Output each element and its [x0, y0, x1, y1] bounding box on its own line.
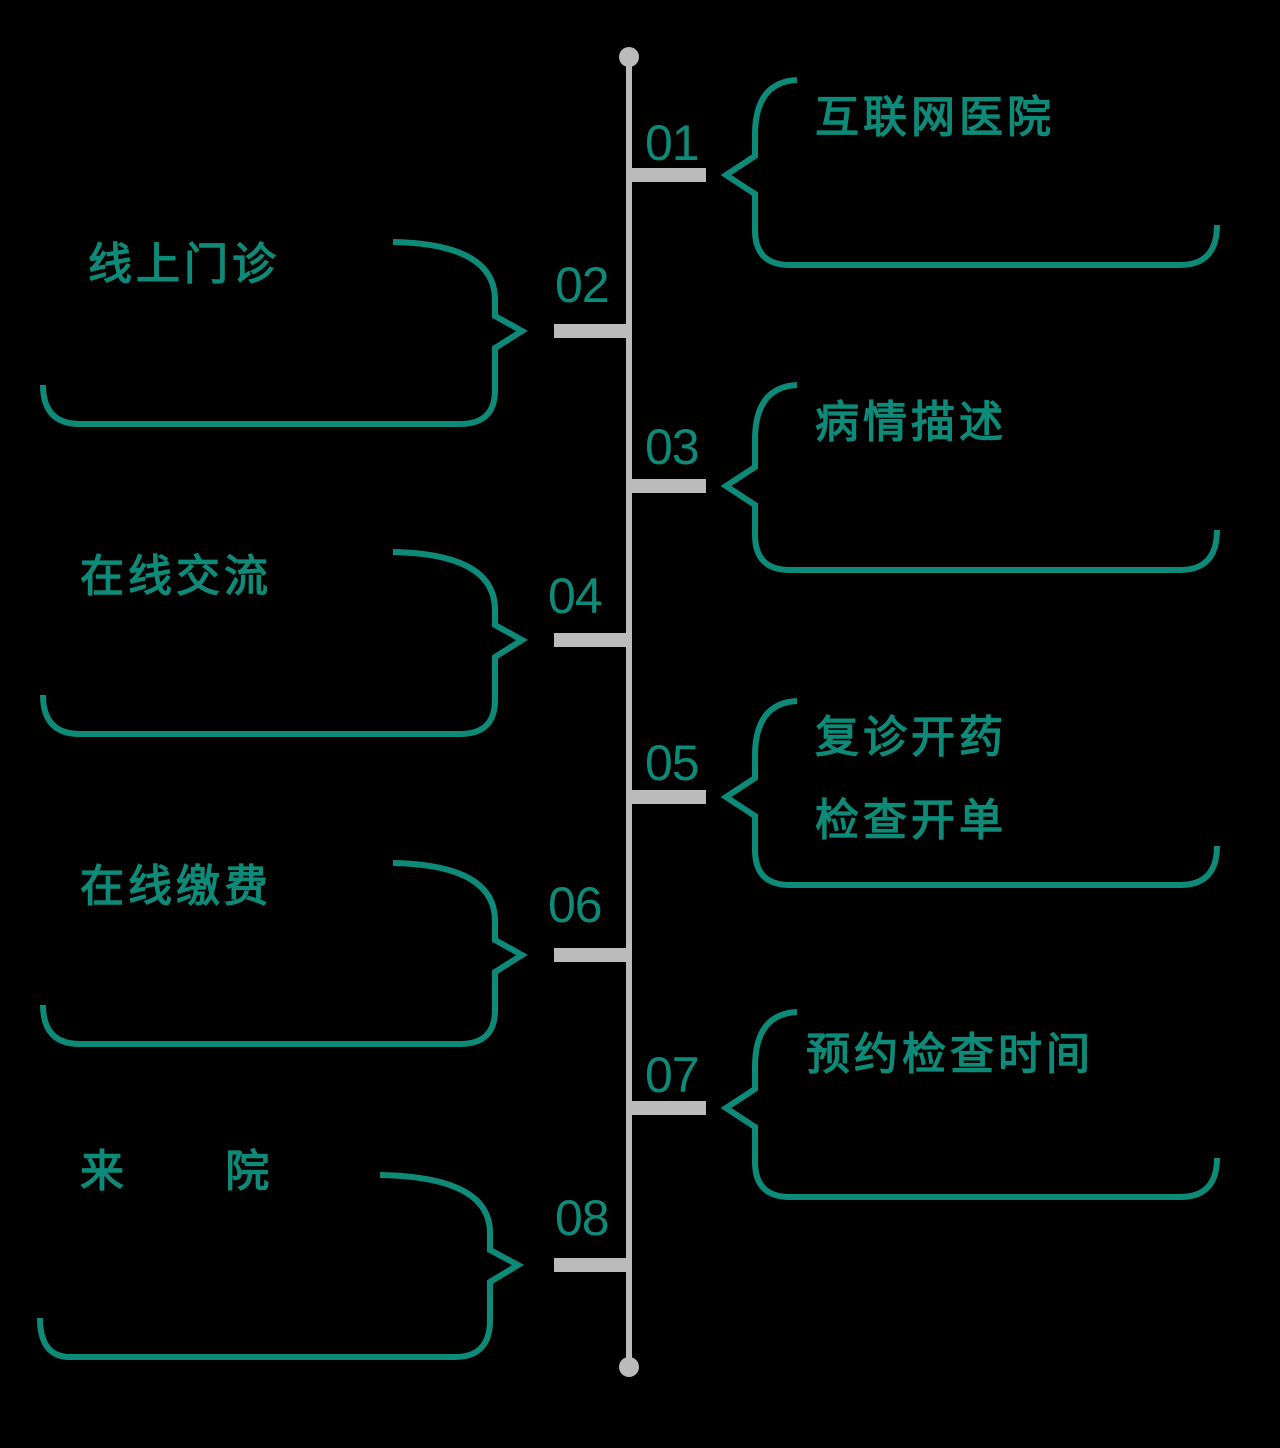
bracket-04 — [40, 549, 528, 737]
step-label-07: 预约检查时间 — [806, 1029, 1094, 1080]
step-label-04: 在线交流 — [80, 551, 272, 602]
timeline-axis — [619, 47, 639, 1377]
right-ticks — [632, 168, 706, 1115]
step-number-03: 03 — [645, 419, 700, 475]
step-label-08: 来 院 — [80, 1146, 278, 1197]
bracket-06 — [40, 860, 528, 1047]
step-label-01: 互联网医院 — [815, 92, 1055, 143]
step-label-05-line-2: 检查开单 — [815, 795, 1007, 846]
step-label-06: 在线缴费 — [80, 861, 272, 912]
step-number-04: 04 — [548, 568, 603, 624]
step-number-06: 06 — [548, 877, 603, 933]
bracket-05 — [720, 698, 1220, 888]
step-label-03: 病情描述 — [815, 397, 1007, 448]
right-brackets — [720, 77, 1220, 1200]
step-number-05: 05 — [645, 735, 700, 791]
bracket-02 — [40, 239, 528, 427]
bracket-01 — [720, 77, 1220, 268]
step-number-02: 02 — [555, 257, 610, 313]
axis-end-dot — [619, 1357, 639, 1377]
bracket-03 — [720, 382, 1220, 573]
step-number-08: 08 — [555, 1190, 610, 1246]
left-brackets — [37, 239, 528, 1360]
step-number-01: 01 — [645, 115, 700, 171]
step-label-02: 线上门诊 — [88, 239, 280, 290]
left-ticks — [554, 324, 628, 1272]
bracket-07 — [720, 1009, 1220, 1200]
axis-start-dot — [619, 47, 639, 67]
bracket-08 — [37, 1172, 525, 1360]
step-label-05-line-1: 复诊开药 — [815, 712, 1007, 763]
step-number-07: 07 — [645, 1047, 700, 1103]
